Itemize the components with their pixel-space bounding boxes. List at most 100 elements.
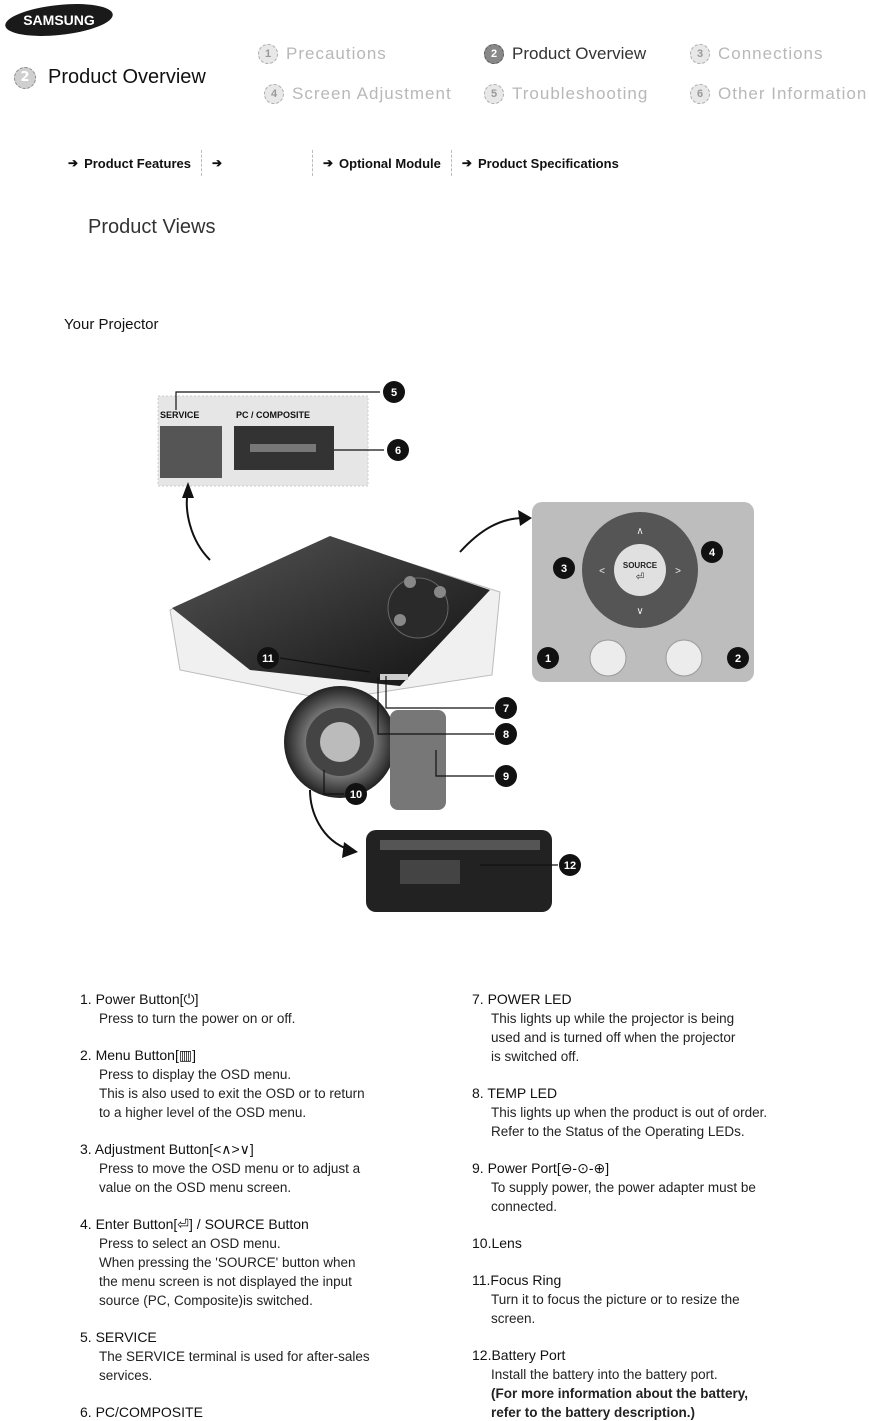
item-desc: This lights up while the projector is be… xyxy=(472,1009,832,1066)
descriptions-left: 1. Power Button[⏻] Press to turn the pow… xyxy=(80,990,420,1421)
item-desc: Turn it to focus the picture or to resiz… xyxy=(472,1290,832,1328)
nav-precautions[interactable]: 1 Precautions xyxy=(258,44,387,64)
svg-text:2: 2 xyxy=(735,653,741,665)
nav-number-icon: 4 xyxy=(264,84,284,104)
arrow-right-icon: ➔ xyxy=(461,156,472,170)
tab-product-features[interactable]: ➔ Product Features xyxy=(58,156,201,171)
callout-2: 2 xyxy=(727,647,749,669)
nav-number-icon: 3 xyxy=(690,44,710,64)
tab-product-specifications[interactable]: ➔ Product Specifications xyxy=(452,156,629,171)
list-item: 12.Battery Port Install the battery into… xyxy=(472,1346,832,1421)
nav-troubleshooting[interactable]: 5 Troubleshooting xyxy=(484,84,648,104)
desc-line-bold: refer to the battery description.) xyxy=(491,1405,696,1420)
callout-11: 11 xyxy=(257,647,279,669)
callout-1: 1 xyxy=(537,647,559,669)
list-item: 3. Adjustment Button[<∧>∨] Press to move… xyxy=(80,1140,420,1197)
tab-divider xyxy=(450,150,452,176)
enter-icon: ⏎ xyxy=(636,572,644,583)
arrow-right-icon: ➔ xyxy=(211,156,223,170)
ports-inset: SERVICE PC / COMPOSITE xyxy=(157,395,369,487)
item-title: 1. Power Button[⏻] xyxy=(80,991,199,1007)
item-desc: The SERVICE terminal is used for after-s… xyxy=(80,1347,420,1385)
item-desc: Press to select an OSD menu. When pressi… xyxy=(80,1234,420,1310)
nav-screen-adjustment[interactable]: 4 Screen Adjustment xyxy=(264,84,452,104)
item-desc: To supply power, the power adapter must … xyxy=(472,1178,832,1216)
menu-button-graphic xyxy=(665,639,703,677)
nav-number-icon: 2 xyxy=(484,44,504,64)
down-icon: ∨ xyxy=(636,606,643,617)
callout-8: 8 xyxy=(495,723,517,745)
subsection-title: Your Projector xyxy=(64,316,159,333)
power-button-graphic xyxy=(589,639,627,677)
desc-line: screen. xyxy=(491,1311,536,1326)
desc-line: Install the battery into the battery por… xyxy=(491,1367,718,1382)
item-title: 4. Enter Button[⏎] / SOURCE Button xyxy=(80,1216,309,1232)
callout-12: 12 xyxy=(559,854,581,876)
desc-line: the menu screen is not displayed the inp… xyxy=(99,1274,352,1289)
tab-label: Product Features xyxy=(84,155,191,171)
svg-text:10: 10 xyxy=(350,789,362,801)
descriptions-right: 7. POWER LED This lights up while the pr… xyxy=(472,990,832,1421)
callout-6: 6 xyxy=(387,439,409,461)
nav-label: Screen Adjustment xyxy=(292,84,452,103)
callout-5: 5 xyxy=(383,381,405,403)
desc-line-bold: (For more information about the battery, xyxy=(491,1386,749,1401)
item-desc: Install the battery into the battery por… xyxy=(472,1365,832,1421)
tab-label: Product Specifications xyxy=(477,155,619,171)
desc-line: value on the OSD menu screen. xyxy=(99,1180,292,1195)
callout-10: 10 xyxy=(345,783,367,805)
tab-divider xyxy=(200,150,202,176)
list-item: 4. Enter Button[⏎] / SOURCE Button Press… xyxy=(80,1215,420,1310)
nav-connections[interactable]: 3 Connections xyxy=(690,44,824,64)
nav-other-information[interactable]: 6 Other Information xyxy=(690,84,867,104)
section-heading: Product Views xyxy=(88,216,216,238)
desc-line: is switched off. xyxy=(491,1049,580,1064)
chapter-nav: 1 Precautions 2 Product Overview 3 Conne… xyxy=(258,40,869,120)
item-title: 3. Adjustment Button[<∧>∨] xyxy=(80,1141,254,1157)
desc-line: to a higher level of the OSD menu. xyxy=(99,1105,307,1120)
list-item: 1. Power Button[⏻] Press to turn the pow… xyxy=(80,990,420,1028)
list-item: 11.Focus Ring Turn it to focus the pictu… xyxy=(472,1271,832,1328)
tab-optional-module[interactable]: ➔ Optional Module xyxy=(313,156,451,171)
item-title: 7. POWER LED xyxy=(472,991,572,1007)
up-icon: ∧ xyxy=(636,526,643,537)
svg-text:5: 5 xyxy=(391,387,397,399)
projector-illustration: SERVICE PC / COMPOSITE SOURCE ⏎ ∧ ∨ < > xyxy=(157,381,754,912)
nav-label: Connections xyxy=(718,44,824,63)
svg-text:4: 4 xyxy=(709,547,716,559)
desc-line: When pressing the 'SOURCE' button when xyxy=(99,1255,356,1270)
desc-line: Turn it to focus the picture or to resiz… xyxy=(491,1292,740,1307)
tab-product-views[interactable]: ➔ xyxy=(202,156,312,170)
desc-line: The SERVICE terminal is used for after-s… xyxy=(99,1349,370,1364)
subtabs: ➔ Product Features ➔ ➔ Optional Module ➔… xyxy=(58,148,629,178)
desc-line: Press to move the OSD menu or to adjust … xyxy=(99,1161,361,1176)
item-title: 9. Power Port[⊖-⊙-⊕] xyxy=(472,1160,610,1176)
service-port xyxy=(160,426,222,478)
nav-product-overview[interactable]: 2 Product Overview xyxy=(484,44,646,64)
item-title: 11.Focus Ring xyxy=(472,1272,562,1288)
nav-number-icon: 6 xyxy=(690,84,710,104)
list-item: 6. PC/COMPOSITE xyxy=(80,1403,420,1421)
logo-text: SAMSUNG xyxy=(23,12,95,28)
svg-text:8: 8 xyxy=(503,729,509,741)
projector-body xyxy=(169,536,501,810)
svg-text:6: 6 xyxy=(395,445,401,457)
item-title: 2. Menu Button[▥] xyxy=(80,1047,196,1063)
list-item: 2. Menu Button[▥] Press to display the O… xyxy=(80,1046,420,1122)
item-title: 12.Battery Port xyxy=(472,1347,566,1363)
callout-3: 3 xyxy=(553,557,575,579)
item-title: 6. PC/COMPOSITE xyxy=(80,1404,203,1420)
item-desc: This lights up when the product is out o… xyxy=(472,1103,832,1141)
pc-composite-label: PC / COMPOSITE xyxy=(236,410,310,420)
desc-line: used and is turned off when the projecto… xyxy=(491,1030,736,1045)
right-icon: > xyxy=(675,566,681,577)
list-item: 5. SERVICE The SERVICE terminal is used … xyxy=(80,1328,420,1385)
page-title: Product Overview xyxy=(48,66,206,88)
item-desc: Press to display the OSD menu. This is a… xyxy=(80,1065,420,1122)
service-label: SERVICE xyxy=(160,410,199,420)
tab-label: Optional Module xyxy=(339,155,441,171)
callout-7: 7 xyxy=(495,697,517,719)
nav-label: Troubleshooting xyxy=(512,84,649,103)
desc-line: This lights up when the product is out o… xyxy=(491,1105,768,1120)
nav-label: Product Overview xyxy=(512,44,647,63)
